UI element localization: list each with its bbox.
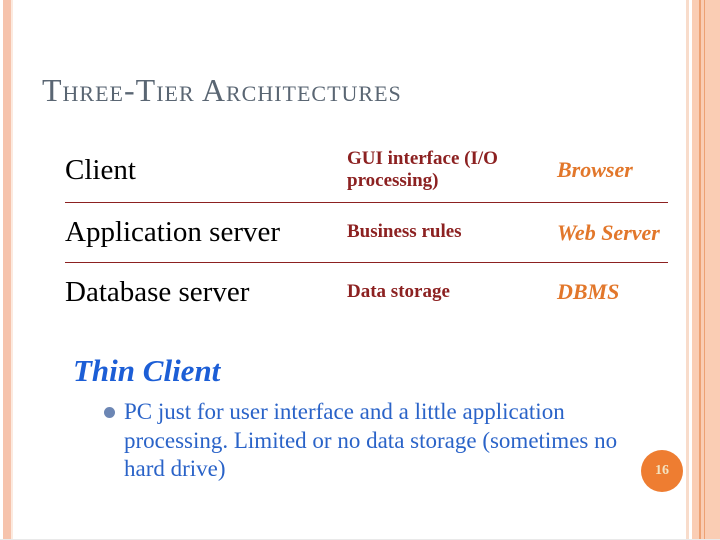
tier-table: Client GUI interface (I/O processing) Br… (65, 138, 668, 321)
tier-function: GUI interface (I/O processing) (347, 147, 498, 191)
tier-technology: Browser (557, 157, 633, 182)
tier-technology-cell: DBMS (557, 263, 668, 321)
tier-technology-cell: Browser (557, 138, 668, 203)
bullet-text-line: processing. Limited or no data storage (… (124, 427, 618, 453)
tier-technology-cell: Web Server (557, 203, 668, 263)
tier-name: Database server (65, 275, 250, 308)
bullet-text-line: hard drive) (124, 456, 226, 481)
tier-name-cell: Database server (65, 263, 347, 321)
tier-function-cell: Business rules (347, 203, 557, 263)
tier-function-cell: GUI interface (I/O processing) (347, 138, 557, 203)
section-heading-thin-client: Thin Client (73, 353, 221, 388)
right-band-inner-line (699, 0, 701, 539)
right-band-inner-line (703, 0, 705, 539)
left-accent-stripe (3, 0, 11, 539)
tier-technology: Web Server (557, 219, 660, 245)
page-title: Three-Tier Architectures (42, 72, 402, 108)
tier-function: Business rules (347, 221, 462, 243)
bullet-text: PC just for user interface and a little … (124, 398, 617, 484)
list-item: PC just for user interface and a little … (104, 398, 664, 484)
bullet-icon (104, 407, 115, 418)
right-accent-band (692, 0, 720, 539)
tier-name: Client (65, 153, 136, 186)
page-number-badge: 16 (641, 450, 683, 492)
tier-function-cell: Data storage (347, 263, 557, 321)
tier-name-cell: Application server (65, 203, 347, 263)
bullet-text-line: PC just for user interface and a little … (124, 399, 565, 424)
tier-function: Data storage (347, 280, 450, 302)
left-accent-stripe-highlight (11, 0, 13, 539)
tier-name: Application server (65, 216, 281, 248)
right-accent-thin-stripe (686, 0, 689, 539)
tier-technology: DBMS (557, 279, 620, 304)
tier-name-cell: Client (65, 138, 347, 203)
page-number: 16 (655, 463, 669, 478)
